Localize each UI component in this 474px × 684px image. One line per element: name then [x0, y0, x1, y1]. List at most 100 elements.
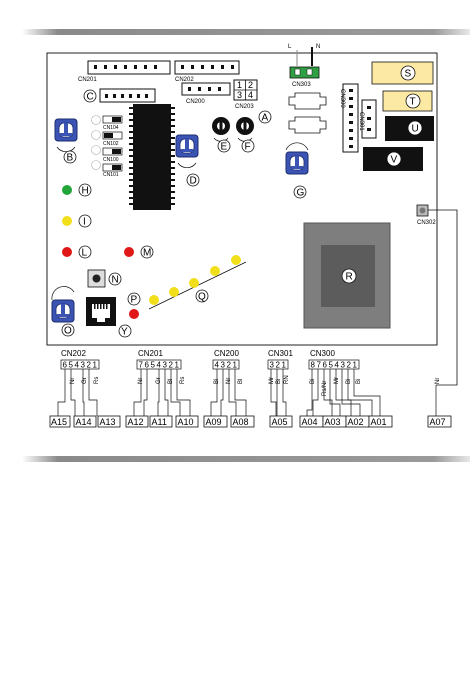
cn301-pin: 2	[276, 361, 281, 370]
label-f: F	[245, 142, 251, 153]
cn100-label: CN100	[103, 157, 119, 163]
label-g: G	[297, 188, 305, 199]
label-n: N	[112, 275, 119, 286]
cn202-pin: 4	[75, 361, 80, 370]
output-a01: A01	[371, 417, 387, 427]
led-h	[62, 185, 72, 195]
cn200-header	[181, 82, 231, 96]
cn200-pin-row: 4 3 2 1	[212, 359, 240, 370]
label-d: D	[190, 176, 197, 187]
cn300-pin: 2	[347, 361, 352, 370]
power-terminal	[289, 66, 320, 79]
cn300-pin: 7	[317, 361, 322, 370]
label-a: A	[262, 113, 269, 124]
jumper-cn100[interactable]	[102, 147, 123, 156]
output-a07: A07	[430, 417, 446, 427]
label-t: T	[410, 97, 416, 108]
cn300-header	[342, 83, 359, 153]
potentiometer-o[interactable]	[51, 299, 75, 323]
board-outline	[46, 52, 438, 346]
cn201-pin: 1	[175, 361, 180, 370]
led-q-1	[149, 295, 159, 305]
label-o: O	[64, 326, 72, 337]
cn300-wire-bi2: Bi	[346, 379, 352, 384]
label-b: B	[67, 153, 74, 164]
cn301-pin-row: 3 2 1	[267, 359, 289, 370]
cn201-wires	[133, 369, 191, 416]
label-p: P	[131, 295, 138, 306]
cn201-pin: 2	[169, 361, 174, 370]
output-a02: A02	[348, 417, 364, 427]
cn200-pin: 1	[233, 361, 238, 370]
cn200-label: CN200	[186, 99, 205, 105]
output-a12: A12	[128, 417, 144, 427]
cn203-pin-2: 2	[248, 80, 253, 90]
label-i: I	[83, 217, 86, 228]
cn202-pin: 5	[69, 361, 74, 370]
potentiometer-b[interactable]	[54, 118, 78, 142]
label-u: U	[412, 124, 419, 135]
neutral-label: N	[316, 44, 320, 50]
label-c-circle	[83, 89, 97, 103]
cn300-wire-bi3: Bi	[356, 379, 362, 384]
cn300-pin: 5	[329, 361, 334, 370]
bottom-rule	[22, 456, 470, 462]
cn200-pin: 4	[215, 361, 220, 370]
potentiometer-g[interactable]	[285, 151, 309, 175]
a07-wire-nr: Nr	[435, 378, 441, 384]
led-m	[124, 247, 134, 257]
output-a05-box	[269, 415, 293, 428]
cn101-label: CN101	[103, 172, 119, 178]
trimmer-f[interactable]	[236, 117, 254, 135]
cn203-pin-3: 3	[237, 90, 242, 100]
live-label: L	[288, 44, 292, 50]
led-q-2	[169, 287, 179, 297]
cn202-wires	[57, 369, 98, 416]
cn202-wire-gr: Gr	[82, 377, 88, 384]
cn202-title: CN202	[61, 349, 86, 358]
label-h: H	[82, 186, 89, 197]
cn201-header	[87, 60, 171, 75]
cn201-title: CN201	[138, 349, 163, 358]
label-y: Y	[121, 327, 128, 338]
cn200-wire-bl: Bl	[238, 379, 244, 384]
chip-pins	[129, 107, 175, 205]
cn303-label: CN303	[292, 82, 311, 88]
output-a01-box	[368, 415, 393, 428]
cn300-wires	[306, 369, 381, 416]
output-a13: A13	[100, 417, 116, 427]
cn300-pin-row: 8 7 6 5 4 3 2 1	[308, 359, 360, 370]
microcontroller-chip	[133, 104, 171, 210]
output-a11-box	[149, 415, 173, 428]
cn301-wire-mr: Mr	[269, 377, 275, 384]
label-m: M	[143, 248, 151, 259]
output-a11: A11	[152, 417, 167, 427]
cn300-label: CN300	[339, 89, 345, 108]
cn201-label: CN201	[78, 77, 97, 83]
cn300-pin: 1	[353, 361, 358, 370]
led-q-4	[210, 266, 220, 276]
cn300-pin: 6	[323, 361, 328, 370]
cn104-label: CN104	[103, 125, 119, 131]
trimmer-e[interactable]	[212, 117, 230, 135]
cn202-header	[174, 60, 240, 75]
cn201-pin-row: 7 6 5 4 3 2 1	[136, 359, 182, 370]
jumper-cn101[interactable]	[102, 163, 123, 172]
output-a04: A04	[302, 417, 318, 427]
cn301-wire-rn: RN	[284, 375, 290, 384]
cn200-pin: 2	[227, 361, 232, 370]
output-a12-box	[125, 415, 149, 428]
cn200-title: CN200	[214, 349, 239, 358]
cn202-wire-rs: Rs	[94, 377, 100, 384]
led-p	[129, 309, 139, 319]
cn201-pin: 5	[151, 361, 156, 370]
cn202-wire-nr: Nr	[70, 378, 76, 384]
output-a07-box	[427, 415, 452, 428]
potentiometer-d[interactable]	[175, 134, 199, 158]
cn202-pin: 3	[81, 361, 86, 370]
cn200-pin: 3	[221, 361, 226, 370]
jumper-cn102[interactable]	[102, 131, 123, 140]
jumper-cn104[interactable]	[102, 115, 123, 124]
cn300-pin: 3	[341, 361, 346, 370]
output-a09-box	[203, 415, 228, 428]
